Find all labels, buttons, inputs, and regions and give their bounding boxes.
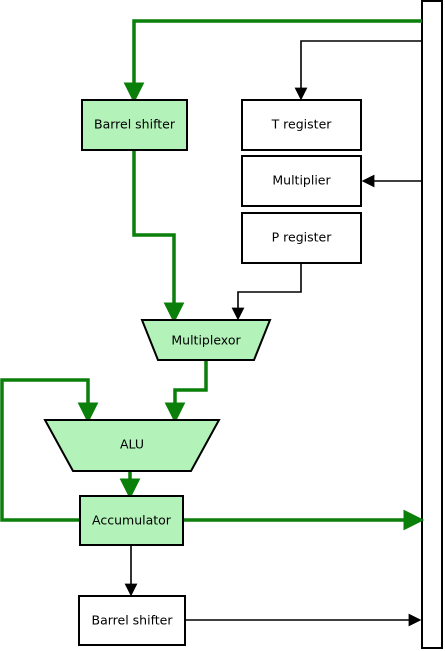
accumulator-label: Accumulator xyxy=(92,513,172,528)
p-register-label: P register xyxy=(272,230,333,245)
multiplexor-label: Multiplexor xyxy=(171,333,241,348)
accumulator-block: Accumulator xyxy=(79,495,184,546)
bus-to-barrel-shifter-wire xyxy=(123,19,422,104)
barrel-shifter-bottom-label: Barrel shifter xyxy=(92,613,174,628)
multiplexor-block: Multiplexor xyxy=(140,319,272,361)
barrel-shifter-top-block: Barrel shifter xyxy=(81,99,188,151)
alu-block: ALU xyxy=(43,419,221,472)
barrel-shifter-to-multiplexor-wire xyxy=(132,150,185,324)
barrel-shifter-bottom-block: Barrel shifter xyxy=(78,595,186,646)
multiplier-label: Multiplier xyxy=(272,173,331,188)
multiplier-block: Multiplier xyxy=(241,155,362,207)
accumulator-feedback-wire xyxy=(0,378,99,522)
bus-to-t-register-wire xyxy=(294,40,422,101)
p-register-to-multiplexor-wire xyxy=(231,263,302,321)
data-bus xyxy=(421,0,443,649)
t-register-label: T register xyxy=(271,117,333,132)
barrel-shifter-top-label: Barrel shifter xyxy=(94,117,176,132)
t-register-block: T register xyxy=(241,99,362,151)
multiplexor-to-alu-wire xyxy=(164,360,208,424)
alu-label: ALU xyxy=(120,437,144,452)
p-register-block: P register xyxy=(241,212,362,264)
